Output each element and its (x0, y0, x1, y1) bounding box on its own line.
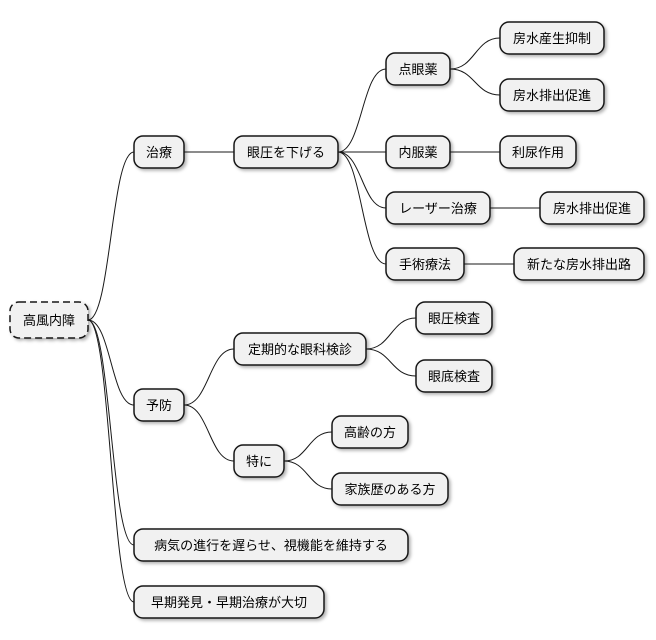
edge-especially-elderly (283, 431, 333, 462)
edge-root-early-detection (87, 319, 135, 603)
node-eyedrops: 点眼薬 (385, 52, 451, 86)
node-diuretic: 利尿作用 (499, 135, 577, 169)
node-slow-progression: 病気の進行を遅らせ、視機能を維持する (133, 528, 409, 562)
node-early-detection: 早期発見・早期治療が大切 (133, 585, 325, 619)
node-surgery: 手術療法 (385, 247, 465, 281)
node-eyedrops-label: 点眼薬 (398, 63, 437, 78)
edge-lower-iop-surgery (337, 151, 387, 265)
edge-root-prevention (87, 319, 135, 406)
node-treatment-label: 治療 (146, 146, 172, 161)
node-family-history: 家族歴のある方 (331, 472, 449, 506)
node-early-detection-label: 早期発見・早期治療が大切 (151, 596, 307, 611)
edge-prevention-especially (183, 404, 235, 462)
root-node: 高風内障 (9, 301, 89, 339)
node-oral-medication-label: 内服薬 (398, 145, 437, 161)
node-family-history-label: 家族歴のある方 (344, 482, 435, 498)
node-iop-test: 眼圧検査 (415, 301, 493, 335)
node-aqueous-outflow-laser-label: 房水排出促進 (553, 201, 631, 217)
edge-eyedrops-outflow (449, 68, 501, 96)
root-node-label: 高風内障 (23, 313, 75, 329)
node-prevention-label: 予防 (146, 398, 172, 414)
node-aqueous-outflow-drops: 房水排出促進 (499, 78, 605, 112)
edge-checkup-iop-test (365, 317, 417, 350)
edge-root-treatment (87, 151, 135, 321)
node-prevention: 予防 (133, 388, 185, 422)
node-laser-treatment-label: レーザー治療 (399, 202, 477, 217)
node-fundus-test-label: 眼底検査 (428, 369, 480, 385)
node-iop-test-label: 眼圧検査 (428, 312, 480, 327)
node-elderly: 高齢の方 (331, 415, 409, 449)
node-surgery-label: 手術療法 (399, 258, 451, 273)
edges (87, 37, 540, 603)
node-aqueous-suppression-label: 房水産生抑制 (513, 31, 591, 47)
node-especially-label: 特に (246, 455, 272, 470)
node-fundus-test: 眼底検査 (415, 359, 493, 393)
edge-lower-iop-laser (337, 151, 387, 209)
edge-lower-iop-eyedrops (337, 68, 387, 153)
node-new-drainage-path-label: 新たな房水排出路 (527, 257, 631, 273)
node-regular-checkup-label: 定期的な眼科検診 (248, 342, 352, 358)
node-aqueous-outflow-drops-label: 房水排出促進 (513, 88, 591, 104)
node-elderly-label: 高齢の方 (344, 425, 396, 441)
edge-checkup-fundus-test (365, 348, 417, 377)
node-regular-checkup: 定期的な眼科検診 (233, 332, 367, 366)
node-laser-treatment: レーザー治療 (385, 191, 491, 225)
node-especially: 特に (233, 444, 285, 478)
node-lower-iop: 眼圧を下げる (233, 135, 339, 169)
node-lower-iop-label: 眼圧を下げる (247, 146, 325, 161)
node-treatment: 治療 (133, 135, 185, 169)
node-slow-progression-label: 病気の進行を遅らせ、視機能を維持する (154, 538, 388, 554)
node-diuretic-label: 利尿作用 (512, 146, 564, 161)
node-aqueous-outflow-laser: 房水排出促進 (539, 191, 645, 225)
node-oral-medication: 内服薬 (385, 135, 451, 169)
edge-eyedrops-suppress (449, 37, 501, 70)
edge-root-slow-progress (87, 319, 135, 546)
node-new-drainage-path: 新たな房水排出路 (513, 247, 645, 281)
edge-prevention-checkup (183, 348, 235, 406)
node-aqueous-suppression: 房水産生抑制 (499, 21, 605, 55)
edge-especially-family (283, 460, 333, 490)
